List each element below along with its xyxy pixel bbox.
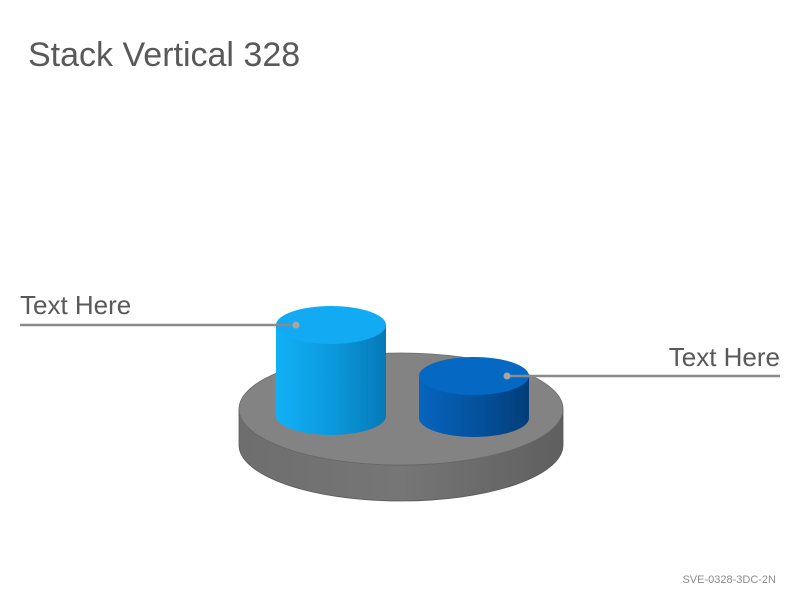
short-cylinder	[419, 357, 529, 437]
leader-line-left	[20, 321, 300, 329]
tall-cylinder	[276, 306, 386, 435]
label-left: Text Here	[20, 290, 132, 320]
slide-title: Stack Vertical 328	[28, 36, 301, 74]
leader-line-right	[503, 372, 780, 380]
footer-code: SVE-0328-3DC-2N	[682, 574, 776, 586]
label-right: Text Here	[668, 342, 780, 372]
